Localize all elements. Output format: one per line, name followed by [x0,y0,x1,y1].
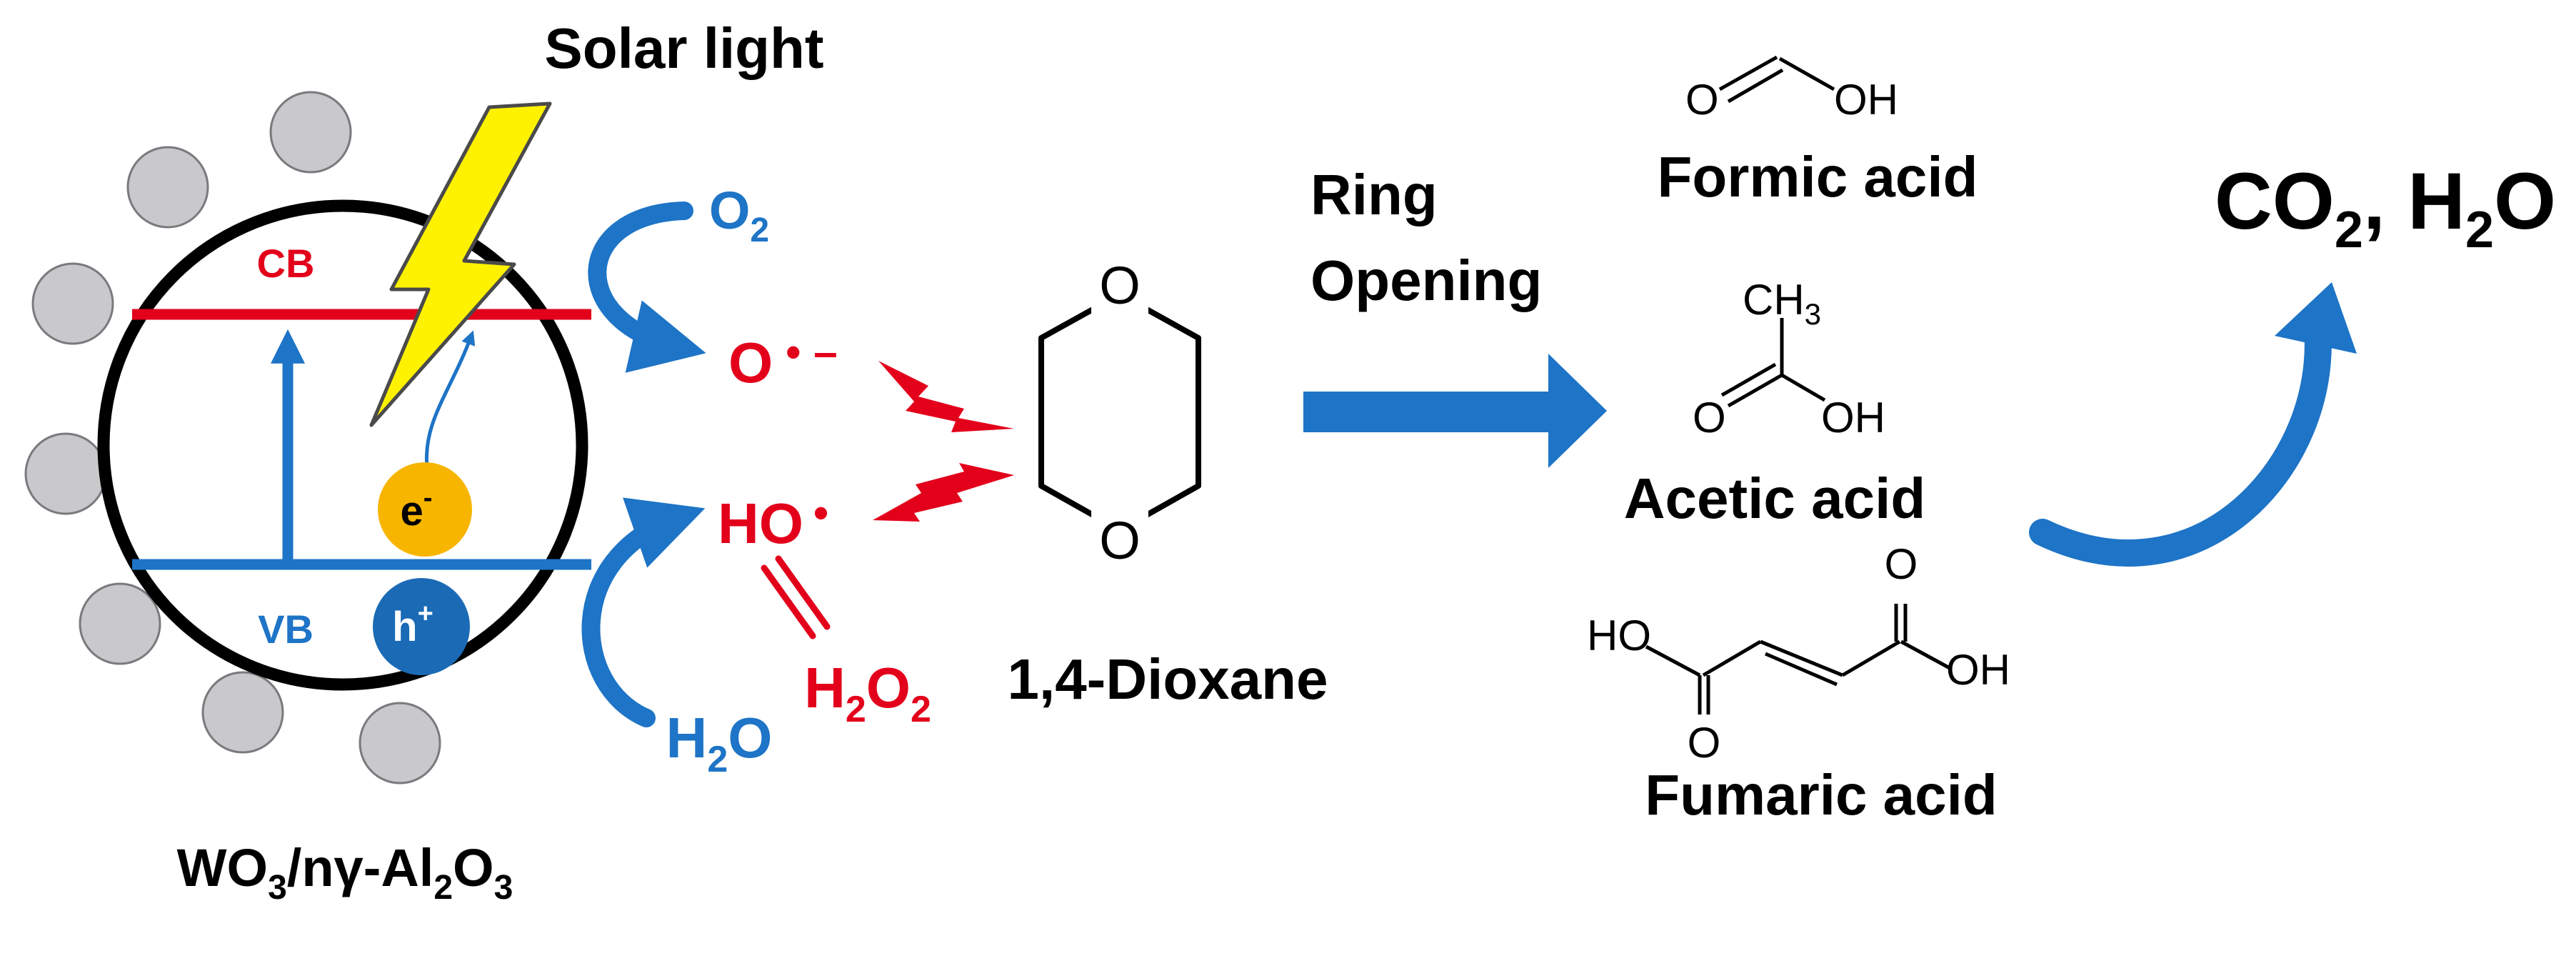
mineralization-arrowhead [2275,282,2357,354]
formic-acid-structure [1718,55,1835,104]
nanoparticle [126,146,209,229]
formic-o: O [1685,76,1719,124]
nanoparticle [31,262,114,345]
acetic-ch3: CH3 [1743,276,1821,331]
catalyst-circle [97,199,588,691]
acetic-oh: OH [1821,394,1885,442]
solar-light-label: Solar light [544,16,823,80]
nanoparticle [359,702,441,785]
dioxane-name: 1,4-Dioxane [1007,647,1328,711]
hole-label: h+ [392,599,433,650]
fumaric-acid-name: Fumaric acid [1645,763,1998,827]
h2o-oxidation-arrow [581,497,706,727]
lightning-bolt-icon [369,101,552,427]
acetic-acid-structure [1720,318,1826,408]
fumaric-ho: HO [1587,612,1651,659]
h2o2-label: H2O2 [804,656,931,730]
hole-circle [373,578,470,675]
final-products: CO2, H2O [2215,156,2556,259]
electron-transfer-arrow [424,330,476,469]
cb-label: CB [257,241,315,286]
dioxane-oxygen-bottom: O [1099,511,1141,570]
nanoparticle [79,582,161,665]
equilibrium-lines [761,555,831,639]
mineralization-arrow [2029,315,2332,567]
dioxane-oxygen-top: O [1099,256,1141,315]
formic-oh: OH [1834,76,1898,124]
o2-label: O2 [709,181,769,249]
catalyst-particle [24,91,591,785]
catalyst-name: WO3/nγ-Al2O3 [177,838,513,907]
nanoparticle [269,91,352,174]
ring-opening-line1: Ring [1310,163,1438,226]
acetic-o: O [1693,394,1726,442]
ring-opening-line2: Opening [1310,249,1542,312]
superoxide-label: O•– [728,328,838,394]
electron-label: e- [401,483,433,534]
dioxane-ring [1038,292,1201,533]
vb-label: VB [258,607,314,652]
nanoparticle [24,432,107,515]
fumaric-acid-structure [1645,604,1951,714]
acetic-acid-name: Acetic acid [1624,467,1925,530]
radical-attack-arrow-icon [873,463,1014,522]
nanoparticle [201,671,284,754]
fumaric-o-bottom: O [1688,719,1721,767]
formic-acid-name: Formic acid [1657,145,1978,209]
o2-reduction-arrow [588,201,706,373]
fumaric-oh: OH [1946,646,2010,694]
hydroxyl-label: HO• [718,489,828,555]
radical-attack-arrow-icon [878,361,1014,432]
ring-opening-arrow [1303,354,1607,468]
h2o-label: H2O [666,706,773,780]
dioxane-structure [1038,261,1201,564]
fumaric-o-top: O [1885,540,1918,588]
electron-circle [378,462,472,557]
